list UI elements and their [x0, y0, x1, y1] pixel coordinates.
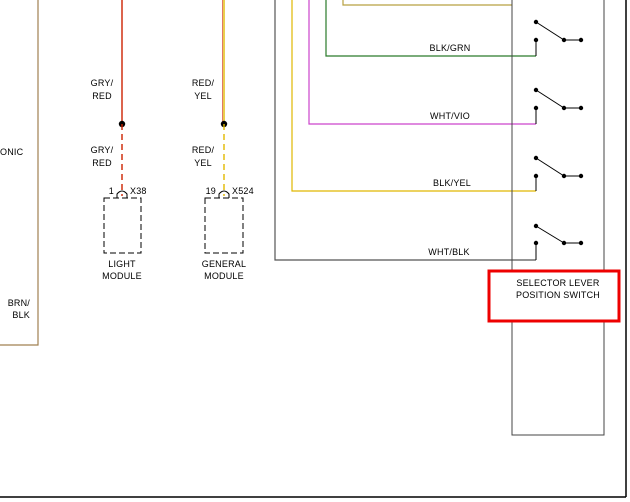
- general-module-name-2: MODULE: [204, 271, 244, 281]
- light-module-name-1: LIGHT: [108, 259, 136, 269]
- general-module-wire-label-bottom-2: YEL: [194, 158, 212, 168]
- general-module-wire-label-top-1: RED/: [192, 78, 215, 88]
- left-component-outline: [0, 0, 39, 346]
- general-module-connector-id: X524: [232, 186, 254, 196]
- wire-blk-yel: [291, 0, 536, 192]
- general-module-name-1: GENERAL: [202, 259, 246, 269]
- general-module-wire-label-top-2: YEL: [194, 91, 212, 101]
- wire-wht-vio: [308, 0, 536, 125]
- wire-top-olive: [342, 0, 512, 6]
- general-module-pin-number: 19: [206, 186, 216, 196]
- selector-switch-highlight: [487, 269, 621, 323]
- left-component-label-onic: ONIC: [0, 147, 24, 157]
- wire-label-blk-yel: BLK/YEL: [433, 178, 471, 188]
- general-module-connector-symbol: [218, 190, 230, 198]
- left-wire-label-brn-blk-2: BLK: [12, 310, 30, 320]
- selector-switch-label-2: POSITION SWITCH: [516, 290, 600, 300]
- switch-contact-group-4: [533, 223, 584, 260]
- light-module-wire-label-bottom-2: RED: [92, 158, 112, 168]
- light-module-name-2: MODULE: [102, 271, 142, 281]
- general-module-wire-label-bottom-1: RED/: [192, 145, 215, 155]
- selector-switch-box: [511, 0, 605, 436]
- light-module-wire-label-top-1: GRY/: [91, 78, 114, 88]
- light-module-box: [103, 197, 142, 254]
- light-module-wire-label-top-2: RED: [92, 91, 112, 101]
- selector-switch-label-1: SELECTOR LEVER: [516, 278, 599, 288]
- wire-label-wht-blk: WHT/BLK: [428, 247, 469, 257]
- wire-blk-grn: [325, 0, 536, 57]
- light-module-pin-number: 1: [109, 186, 114, 196]
- light-module-connector-id: X38: [130, 186, 147, 196]
- switch-contact-group-3: [533, 155, 584, 191]
- general-module-box: [204, 197, 244, 254]
- light-module-connector-symbol: [116, 190, 128, 198]
- wire-label-blk-grn: BLK/GRN: [430, 43, 471, 53]
- switch-contact-group-1: [533, 19, 584, 56]
- light-module-wire-label-bottom-1: GRY/: [91, 145, 114, 155]
- wire-wht-blk: [274, 0, 536, 261]
- left-wire-label-brn-blk-1: BRN/: [8, 298, 31, 308]
- switch-contact-group-2: [533, 87, 584, 124]
- wire-label-wht-vio: WHT/VIO: [430, 111, 470, 121]
